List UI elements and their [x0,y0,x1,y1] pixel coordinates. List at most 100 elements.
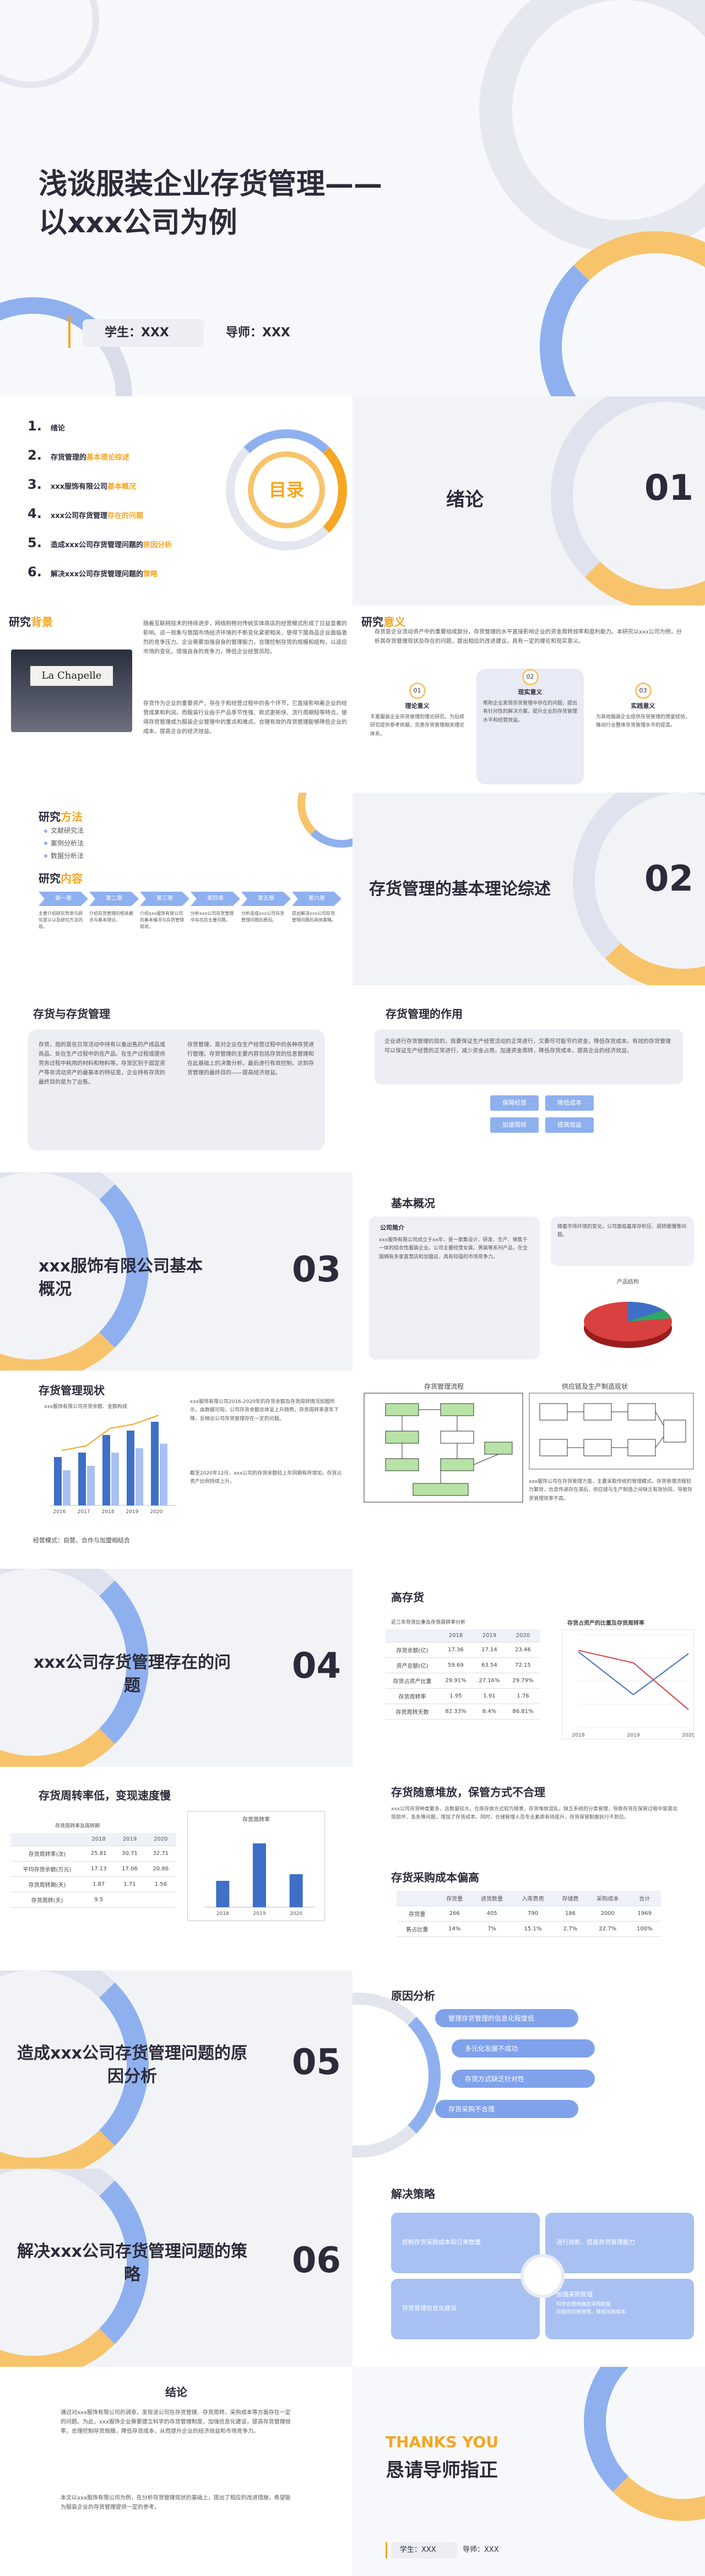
strategy-bullet: 加强供应商管理，降低采购成本 [556,2310,626,2316]
step-text: 提出解决xxx公司存货管理问题的具体策略。 [292,911,336,923]
strategy-card-2: 进行创新，提高存货管理能力 [545,2213,694,2273]
reason-item: 存货方式缺乏针对性 [452,2070,595,2088]
section-number: 05 [292,2042,341,2083]
table-header-cell: 采购成本 [587,1891,628,1906]
section-title: 解决xxx公司存货管理问题的策略 [17,2242,248,2284]
section-title: 存货管理的基本理论综述 [369,880,551,899]
method-item: 案例分析法 [44,837,84,850]
table-cell: 14% [437,1921,471,1937]
table-cell: 186 [553,1906,588,1922]
flow-slide: 存货管理流程 供应链及生产制造现状 xxx服饰公司在存货管理方面，主 [352,1371,705,1569]
mis-text: xxx公司存货种类繁多，且数量较大，仓库存放方式较为随意，存货堆放混乱，缺乏系统… [391,1807,677,1821]
table-cell: 1.87 [83,1876,115,1892]
section-number: 03 [292,1249,341,1290]
table-header-row: 存货量进货数量入库费用存储费采购成本合计 [397,1891,661,1906]
table-cell: 32.71 [145,1846,176,1862]
bullet-icon [44,854,47,858]
table-cell: 存货周转期(天) [11,1876,83,1892]
inventory-title: 存货与存货管理 [33,1007,110,1020]
table-cell: 2.7% [553,1921,588,1937]
reason-item: 管理存货管理的信息化程度低 [435,2009,578,2027]
x-tick-label: 2018 [216,1911,229,1917]
high-chart-title: 存货占资产的比重及存货周转率 [567,1620,644,1627]
table-header-cell: 进货数量 [471,1891,513,1906]
overview-card: 公司简介 xxx服饰有限公司成立于xx年，是一家集设计、研发、生产、销售于一体的… [369,1216,540,1360]
table-cell: 20.86 [145,1861,176,1877]
background-slide: 研究背景 La Chapelle 随着互联网技术的持续进步，网络购物对传统实体商… [0,605,352,793]
pie-slice-green [628,1310,671,1322]
decor-ring [584,2367,705,2521]
table-cell: 平均存货余额(万元) [11,1861,83,1877]
card-title: 理论意义 [405,702,430,710]
overview-note: 随着市场环境的变化，公司面临着库存积压、周转缓慢等问题。 [551,1216,694,1266]
content-title: 研究内容 [39,872,83,885]
toc-item[interactable]: 6.解决xxx公司存货管理问题的策略 [28,564,158,580]
cover-title: 浅谈服装企业存货管理—— [39,168,383,201]
bar [102,1435,110,1505]
card-text: 丰富服装企业存货管理的理论研究，为后续研究提供参考依据，完善存货管理相关理论体系… [370,714,465,737]
toc-text-accent: 存在的问题 [107,512,143,520]
background-text-2: 存货作为企业的重要资产，存在于和经营过程中的各个环节，它直接影响着企业的经营成果… [143,701,347,735]
step-text: 分析造成xxx公司存货管理问题的原因。 [241,911,285,923]
table-cell: 1.76 [506,1688,540,1704]
card-title: 实践意义 [631,702,655,710]
bar [216,1881,230,1907]
table-cell: 405 [471,1906,513,1922]
toc-item[interactable]: 5.造成xxx公司存货管理问题的原因分析 [28,535,172,550]
table-row: 存货周转(天)9.5 [11,1892,176,1908]
x-tick-label: 2020 [290,1911,302,1917]
bar [78,1453,86,1505]
table-header-cell [386,1629,439,1642]
table-cell: 存货周转率(次) [11,1846,83,1862]
table-cell: 1969 [628,1906,661,1922]
toc-number: 1. [28,418,42,434]
toc-item[interactable]: 1. 绪论 [28,418,65,434]
x-tick-label: 2019 [627,1733,640,1738]
bar [111,1453,119,1505]
table-cell: 27.16% [472,1673,506,1689]
overview-text: xxx服饰有限公司成立于xx年，是一家集设计、研发、生产、销售于一体的综合性服装… [379,1237,528,1260]
step-arrow: 第一章 [39,892,88,906]
toc-item[interactable]: 3.xxx服饰有限公司基本概况 [28,477,136,492]
turnover-title: 存货周转率低，变现速度慢 [39,1789,171,1802]
conclusion-title: 结论 [165,2386,187,2399]
bar [63,1470,70,1505]
strategy-bullet: 科学合理地确定采购数量 [556,2302,611,2307]
conclusion-text-1: 通过对xxx服饰有限公司的调查，发现该公司在存货管理、存货周转、采购成本等方面存… [61,2410,291,2435]
step-arrow: 第五章 [241,892,291,906]
role-tag: 加速周转 [490,1117,539,1133]
section-number: 06 [292,2240,341,2281]
thanks-advisor: 导师：XXX [463,2546,499,2554]
role-title: 存货管理的作用 [386,1007,463,1020]
bar [54,1457,62,1505]
reasons-title: 原因分析 [391,1989,435,2002]
method-item: 数据分析法 [44,850,84,863]
bar [87,1466,95,1505]
toc-number: 6. [28,564,42,580]
table-cell: 存货周转(天) [11,1892,83,1908]
inventory-text-2: 存货管理，是对企业在生产经营过程中的各种存货进行管理。存货管理的主要内容包括存货… [187,1042,314,1076]
strategy-card-3: 存货管理信息化建设 [391,2279,540,2339]
strategy-slide: 解决策略 控制存货采购成本和订单数量 进行创新，提高存货管理能力 存货管理信息化… [352,2169,705,2367]
x-tick-label: 2018 [572,1733,585,1738]
bar [127,1431,134,1505]
pie-chart [584,1302,672,1348]
toc-text: 绪论 [50,424,65,433]
overview-title: 基本概况 [391,1197,435,1210]
toc-item[interactable]: 2.存货管理的基本理论综述 [28,447,129,463]
step-text: 分析xxx公司存货管理中存在的主要问题。 [191,911,234,923]
thanks-title: THANKS YOU [386,2433,499,2451]
table-cell: 17.36 [438,1642,473,1658]
table-cell [114,1892,145,1908]
table-cell: 2000 [587,1906,628,1922]
section-02: 存货管理的基本理论综述 02 [352,793,705,985]
toc-item[interactable]: 4.xxx公司存货管理存在的问题 [28,506,143,521]
